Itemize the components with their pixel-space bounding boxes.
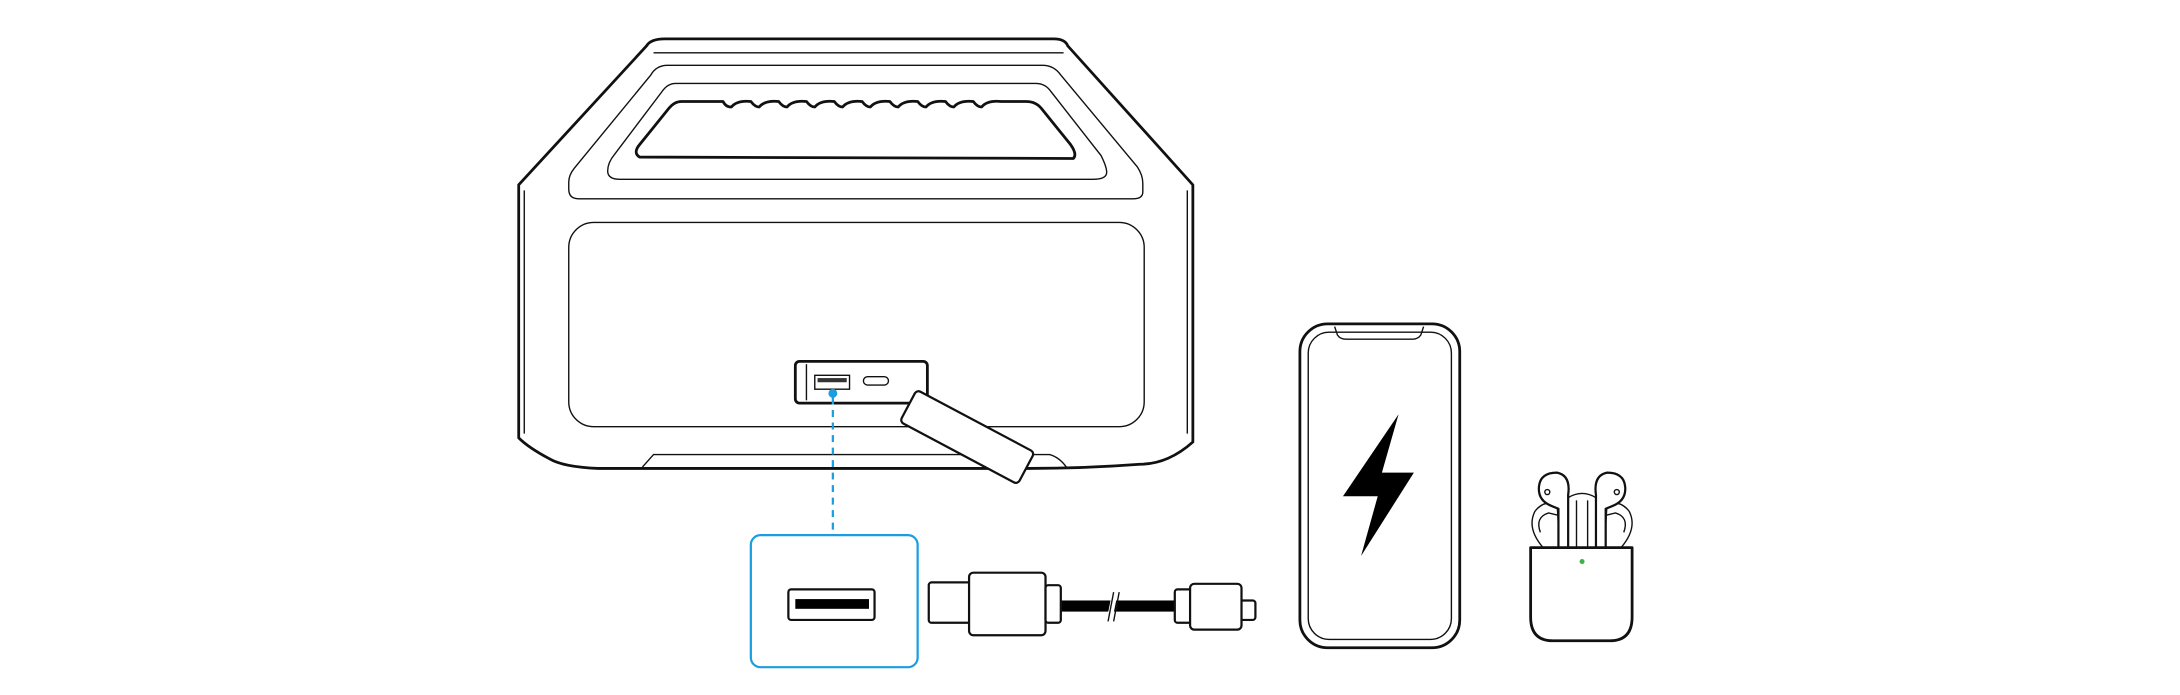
port-cover-flap [900, 390, 1035, 484]
speaker-icon [517, 37, 1195, 484]
smartphone-icon [1298, 322, 1462, 650]
status-led-icon [1579, 559, 1585, 565]
port-panel [793, 360, 929, 405]
lightning-bolt-icon [1342, 414, 1414, 556]
usb-cable-icon [927, 571, 1257, 637]
earbuds-case-icon [1529, 471, 1634, 643]
usb-port-callout [749, 388, 919, 669]
usb-c-port-icon [862, 375, 890, 386]
